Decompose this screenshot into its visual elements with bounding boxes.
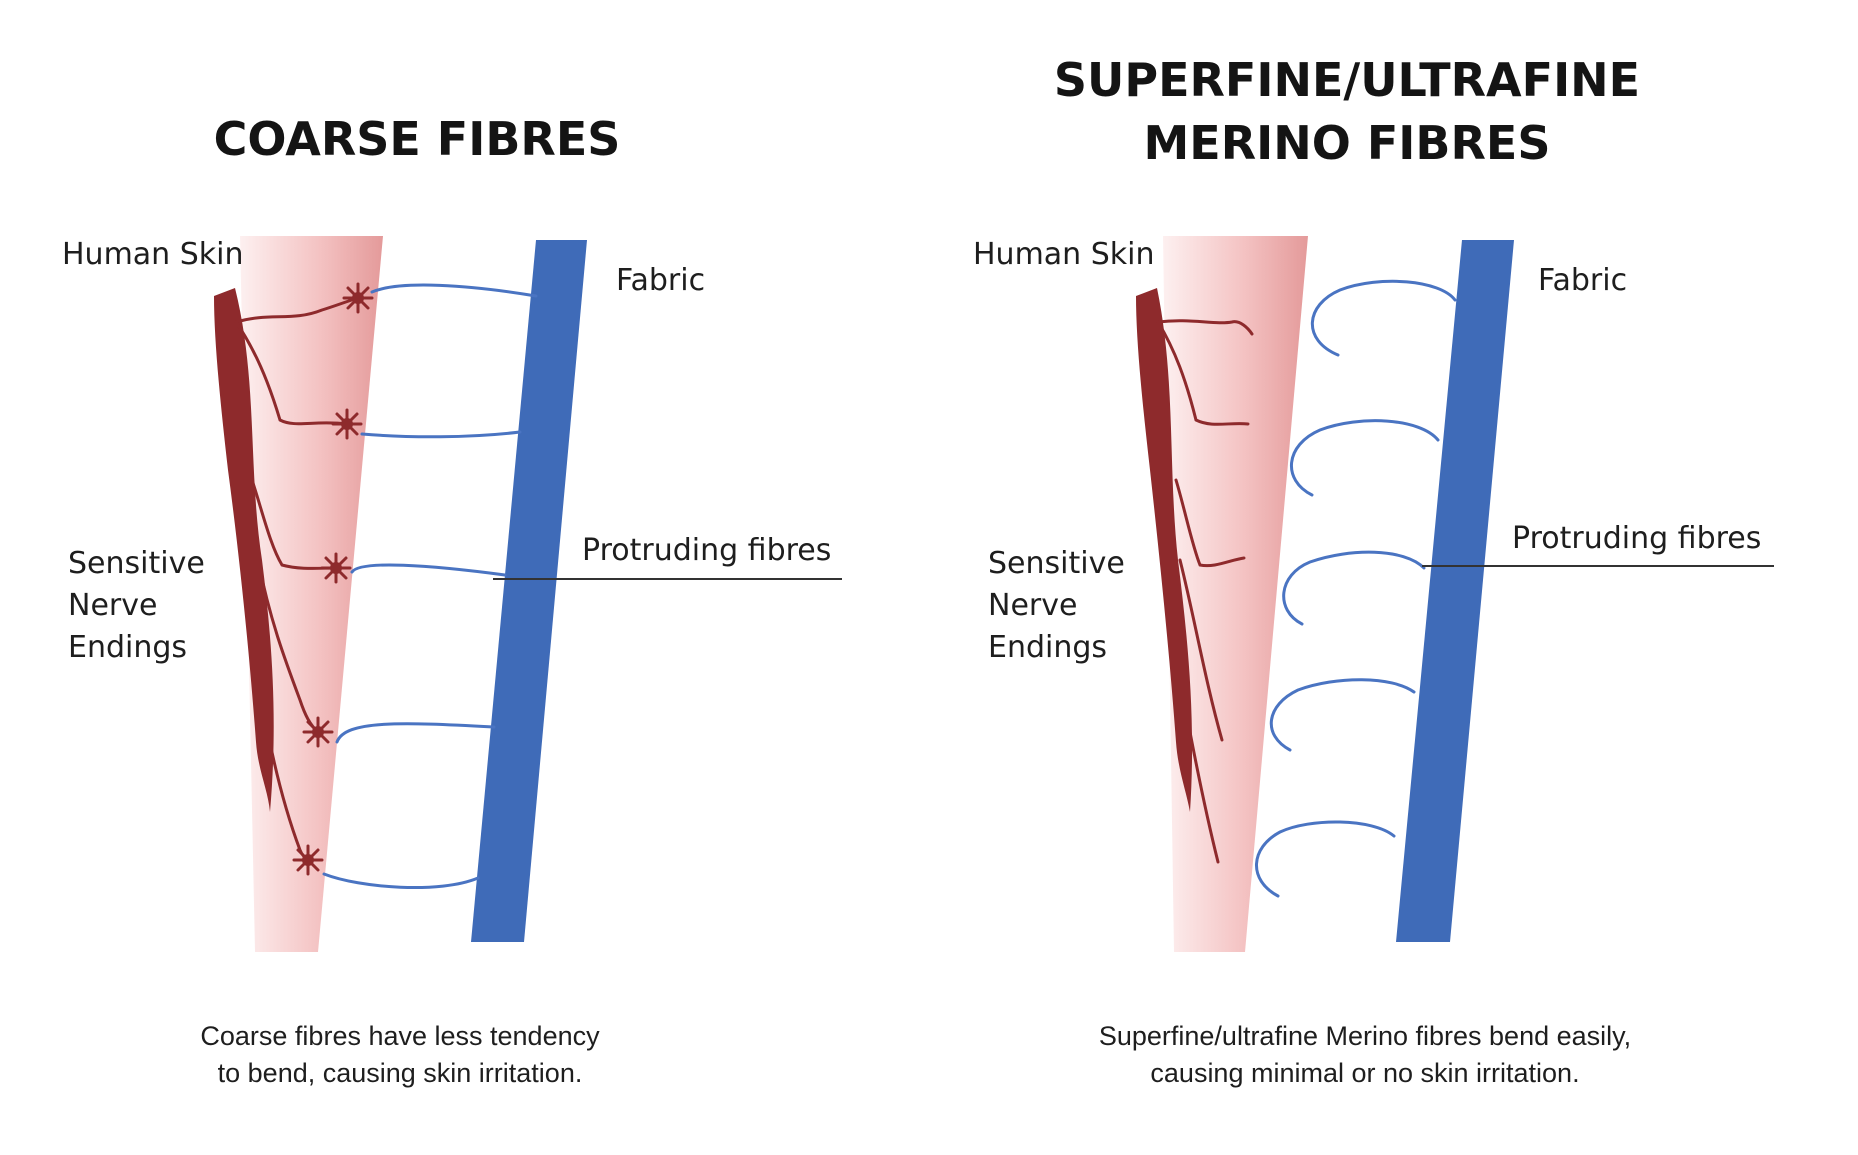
right-fabric-strip bbox=[1396, 240, 1514, 942]
left-nerve-label-line3: Endings bbox=[68, 630, 187, 665]
left-human-skin-label: Human Skin bbox=[62, 237, 244, 272]
right-nerve-label-line2: Nerve bbox=[988, 588, 1077, 623]
nerve-ending-icon bbox=[302, 716, 334, 748]
left-protruding-fibres-label: Protruding fibres bbox=[582, 533, 831, 568]
right-nerve-body bbox=[1136, 288, 1193, 812]
right-title-line2: MERINO FIBRES bbox=[1144, 116, 1551, 170]
right-nerve-label-line3: Endings bbox=[988, 630, 1107, 665]
left-fabric-label: Fabric bbox=[616, 263, 705, 298]
right-nerve-label-line1: Sensitive bbox=[988, 546, 1125, 581]
right-caption-line2: causing minimal or no skin irritation. bbox=[1150, 1058, 1579, 1088]
left-caption-line2: to bend, causing skin irritation. bbox=[218, 1058, 583, 1088]
right-nerve-branches bbox=[1156, 319, 1254, 864]
left-nerve-label-line2: Nerve bbox=[68, 588, 157, 623]
right-human-skin-layer bbox=[1163, 236, 1308, 952]
right-protruding-fibres-label: Protruding fibres bbox=[1512, 521, 1761, 556]
nerve-ending-icon bbox=[342, 282, 374, 314]
right-title-line1: SUPERFINE/ULTRAFINE bbox=[1054, 53, 1640, 107]
left-fabric-strip bbox=[471, 240, 587, 942]
left-protruding-fibres bbox=[322, 283, 538, 889]
left-nerve-label-line1: Sensitive bbox=[68, 546, 205, 581]
nerve-ending-icon bbox=[292, 844, 324, 876]
left-panel: COARSE FIBRES bbox=[62, 112, 842, 1088]
left-title: COARSE FIBRES bbox=[214, 112, 621, 166]
left-nerve-body bbox=[214, 288, 274, 812]
right-human-skin-label: Human Skin bbox=[973, 237, 1155, 272]
nerve-ending-icon bbox=[331, 408, 363, 440]
nerve-ending-icon bbox=[320, 552, 352, 584]
right-protruding-fibres bbox=[1255, 279, 1457, 898]
right-fabric-label: Fabric bbox=[1538, 263, 1627, 298]
right-caption-line1: Superfine/ultrafine Merino fibres bend e… bbox=[1099, 1021, 1631, 1051]
left-caption-line1: Coarse fibres have less tendency bbox=[200, 1021, 600, 1051]
right-panel: SUPERFINE/ULTRAFINE MERINO FIBRES Human … bbox=[973, 53, 1774, 1088]
